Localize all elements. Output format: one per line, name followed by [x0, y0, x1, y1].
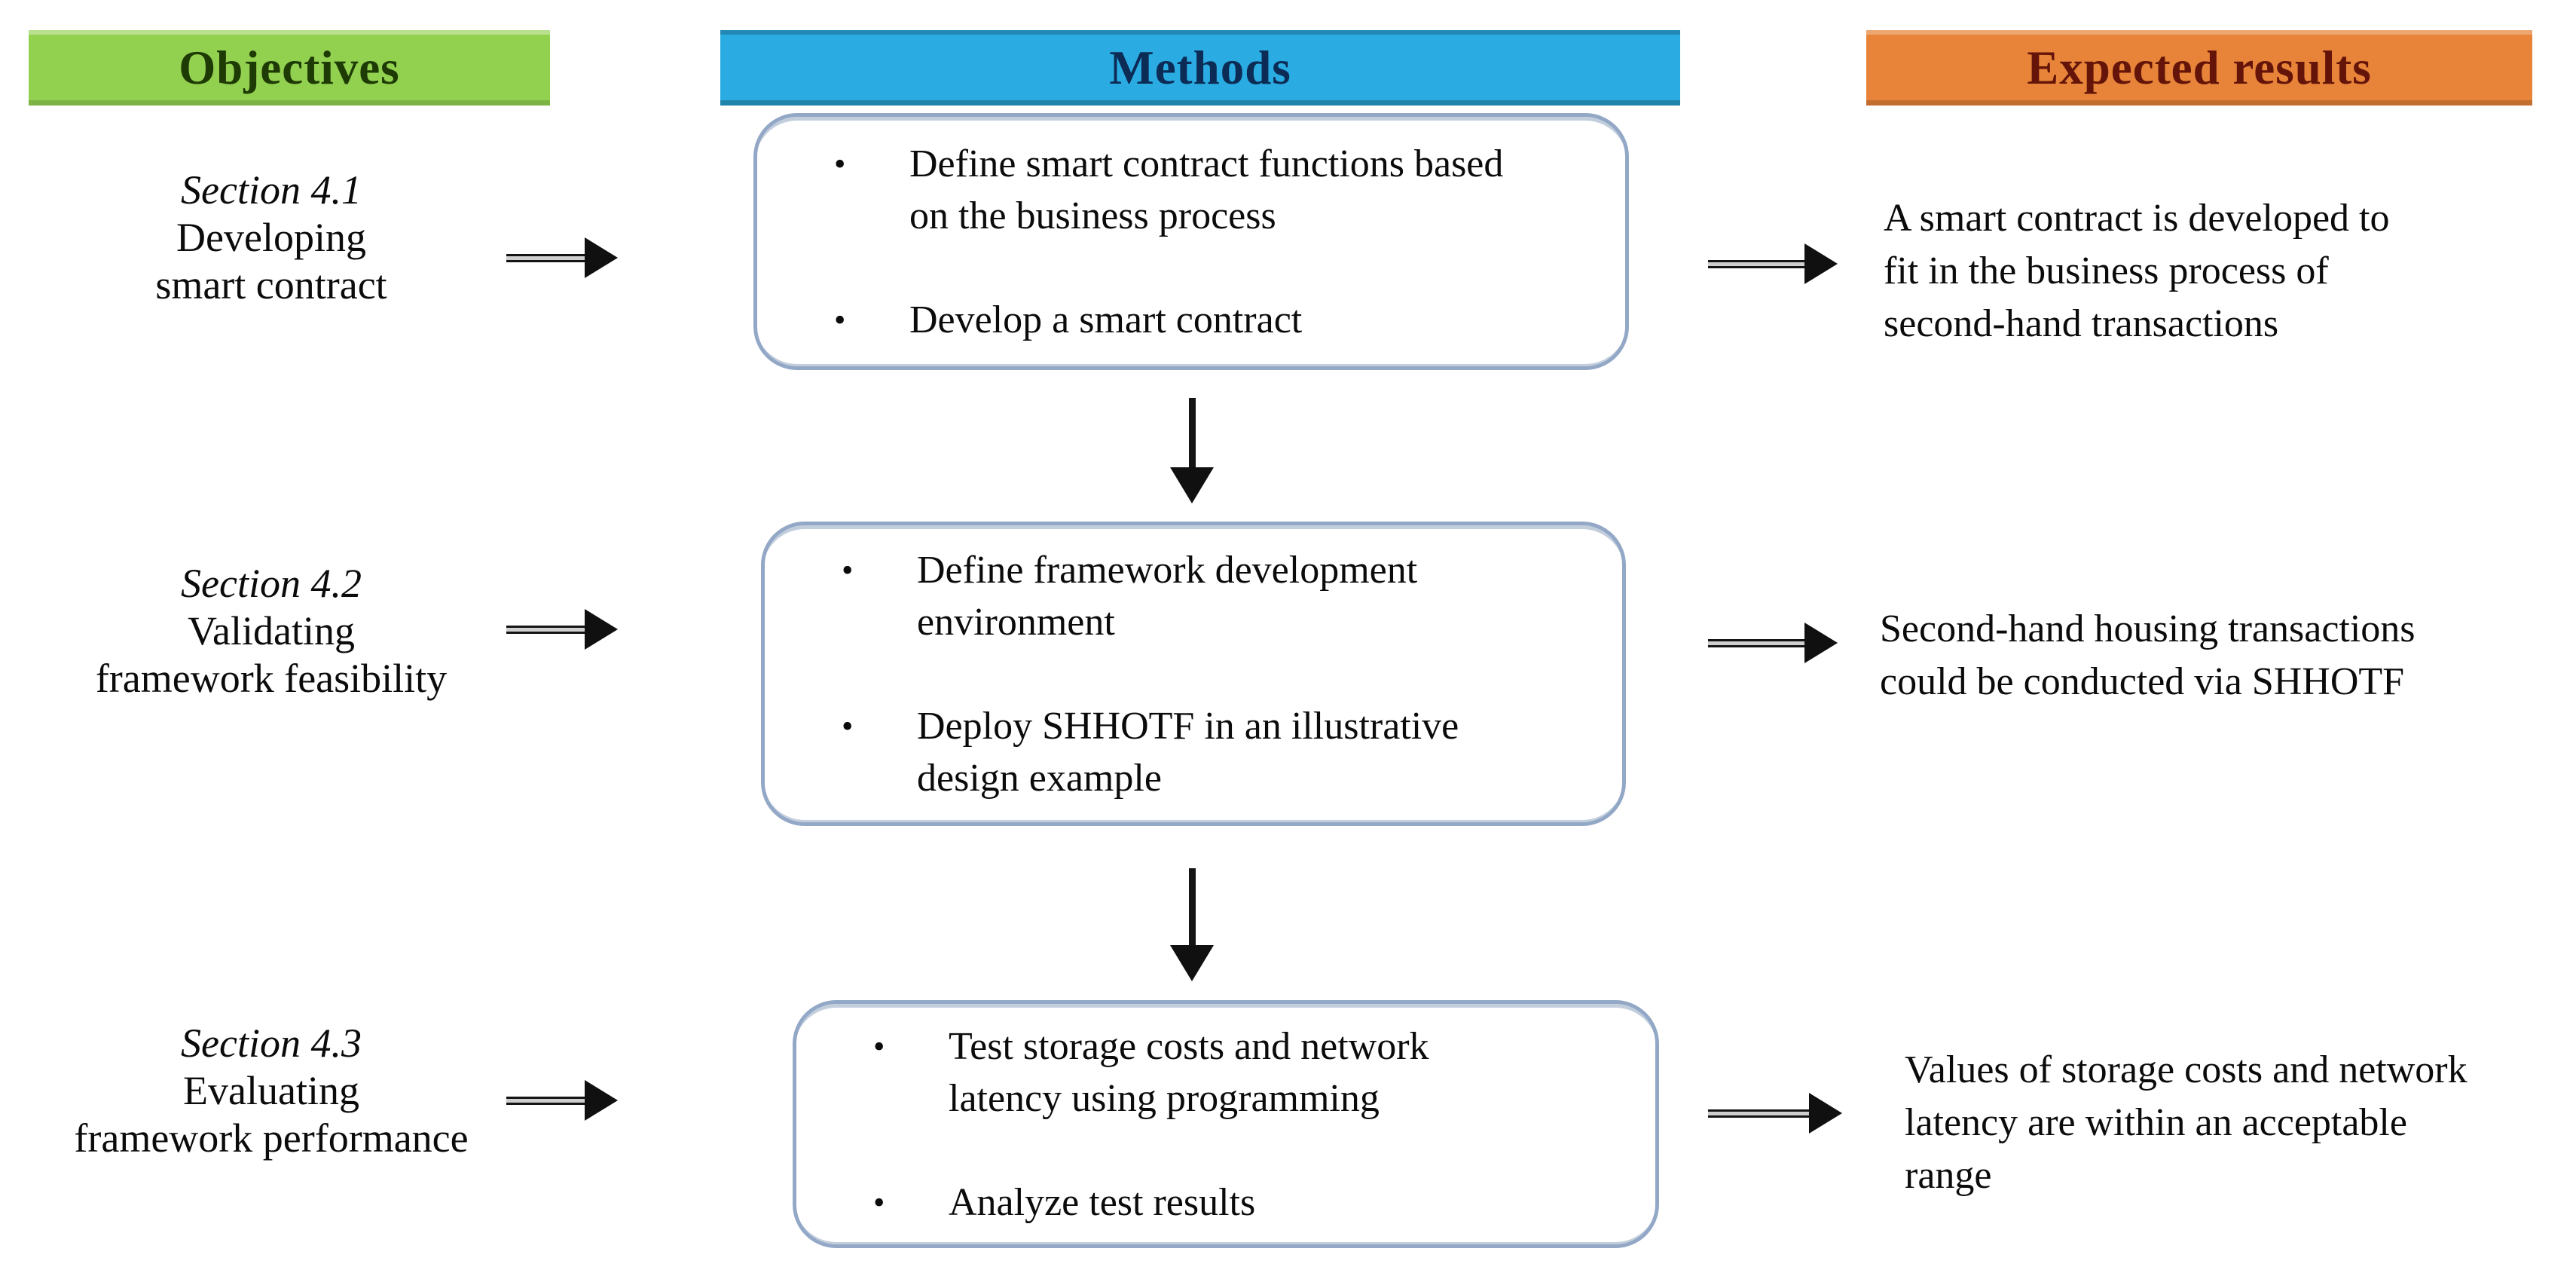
- bullet-line: Deploy SHHOTF in an illustrative: [917, 704, 1459, 748]
- objective-row1-line: Developing: [176, 215, 366, 260]
- bullet-icon: •: [873, 1027, 885, 1065]
- objective-row3-line: Evaluating: [183, 1068, 359, 1113]
- bullet-item: • Define framework development environme…: [842, 544, 1584, 648]
- objective-row1-line: smart contract: [155, 262, 387, 308]
- bullet-line: environment: [917, 600, 1115, 644]
- bullet-icon: •: [873, 1183, 885, 1221]
- objective-row2-line: Validating: [188, 608, 355, 653]
- objective-row1: Section 4.1 Developing smart contract: [23, 167, 520, 309]
- bullet-item: • Deploy SHHOTF in an illustrative desig…: [842, 700, 1584, 804]
- arrow-head: [585, 1080, 618, 1121]
- bullet-line: on the business process: [909, 194, 1276, 237]
- expected-result-line: range: [1905, 1154, 1992, 1197]
- column-header-objectives-label: Objectives: [179, 41, 400, 94]
- arrow-right-icon: [506, 1080, 618, 1121]
- arrow-shaft: [1708, 1109, 1809, 1118]
- bullet-line: Develop a smart contract: [909, 298, 1303, 341]
- bullet-line: latency using programming: [949, 1076, 1380, 1120]
- bullet-text: Define smart contract functions based on…: [909, 138, 1587, 242]
- arrow-right-icon: [506, 237, 618, 278]
- bullet-text: Deploy SHHOTF in an illustrative design …: [917, 700, 1584, 804]
- objective-row2: Section 4.2 Validating framework feasibi…: [23, 560, 520, 702]
- bullet-line: design example: [917, 756, 1162, 800]
- expected-result-line: latency are within an acceptable: [1905, 1101, 2407, 1144]
- methods-box-row3: • Test storage costs and network latency…: [793, 1000, 1659, 1248]
- arrow-shaft: [506, 1096, 585, 1105]
- expected-result-line: could be conducted via SHHOTF: [1880, 660, 2405, 703]
- bullet-item: • Analyze test results: [873, 1176, 1618, 1229]
- arrow-down-icon: [1157, 868, 1227, 981]
- arrow-shaft: [506, 253, 585, 262]
- bullet-item: • Define smart contract functions based …: [834, 138, 1587, 242]
- expected-result-line: second-hand transactions: [1884, 302, 2279, 345]
- arrow-shaft: [1708, 638, 1804, 647]
- arrow-right-icon: [1708, 1093, 1842, 1134]
- arrow-shaft: [1188, 868, 1196, 945]
- objective-row3-line: framework performance: [74, 1115, 469, 1161]
- column-header-methods: Methods: [720, 30, 1680, 106]
- arrow-head: [585, 237, 618, 278]
- column-header-expected-results: Expected results: [1866, 30, 2532, 106]
- arrow-head: [585, 609, 618, 650]
- bullet-line: Define framework development: [917, 548, 1418, 592]
- bullet-text: Analyze test results: [949, 1176, 1618, 1229]
- bullet-line: Define smart contract functions based: [909, 142, 1504, 185]
- arrow-shaft: [1708, 259, 1804, 268]
- arrow-right-icon: [1708, 243, 1838, 284]
- methods-box-row2: • Define framework development environme…: [761, 522, 1626, 826]
- expected-result-line: Second-hand housing transactions: [1880, 607, 2416, 650]
- arrow-head: [1170, 467, 1214, 503]
- bullet-icon: •: [834, 301, 846, 338]
- methods-box-row1: • Define smart contract functions based …: [753, 113, 1629, 370]
- expected-result-line: fit in the business process of: [1884, 249, 2329, 292]
- column-header-methods-label: Methods: [1109, 41, 1291, 94]
- expected-result-row3: Values of storage costs and network late…: [1905, 1044, 2468, 1202]
- bullet-icon: •: [842, 707, 854, 745]
- objective-row3-section-label: Section 4.3: [181, 1020, 362, 1066]
- bullet-text: Develop a smart contract: [909, 294, 1587, 346]
- arrow-head: [1804, 243, 1838, 284]
- arrow-shaft: [1188, 398, 1196, 467]
- bullet-line: Test storage costs and network: [949, 1024, 1429, 1068]
- expected-result-line: A smart contract is developed to: [1884, 197, 2390, 240]
- objective-row1-section-label: Section 4.1: [181, 167, 362, 213]
- bullet-line: Analyze test results: [949, 1180, 1256, 1224]
- column-header-expected-results-label: Expected results: [2027, 41, 2372, 94]
- arrow-right-icon: [506, 609, 618, 650]
- bullet-icon: •: [842, 551, 854, 589]
- arrow-shaft: [506, 625, 585, 634]
- expected-result-line: Values of storage costs and network: [1905, 1048, 2468, 1091]
- bullet-text: Define framework development environment: [917, 544, 1584, 648]
- bullet-item: • Develop a smart contract: [834, 294, 1587, 346]
- bullet-text: Test storage costs and network latency u…: [949, 1020, 1618, 1124]
- arrow-down-icon: [1157, 398, 1227, 503]
- arrow-head: [1804, 623, 1838, 663]
- arrow-head: [1809, 1093, 1842, 1134]
- arrow-head: [1170, 945, 1214, 981]
- expected-result-row1: A smart contract is developed to fit in …: [1884, 192, 2389, 350]
- objective-row3: Section 4.3 Evaluating framework perform…: [23, 1020, 520, 1162]
- arrow-right-icon: [1708, 623, 1838, 663]
- bullet-icon: •: [834, 145, 846, 182]
- objective-row2-line: framework feasibility: [95, 656, 448, 701]
- bullet-item: • Test storage costs and network latency…: [873, 1020, 1618, 1124]
- column-header-objectives: Objectives: [29, 30, 550, 106]
- expected-result-row2: Second-hand housing transactions could b…: [1880, 603, 2416, 708]
- objective-row2-section-label: Section 4.2: [181, 561, 362, 606]
